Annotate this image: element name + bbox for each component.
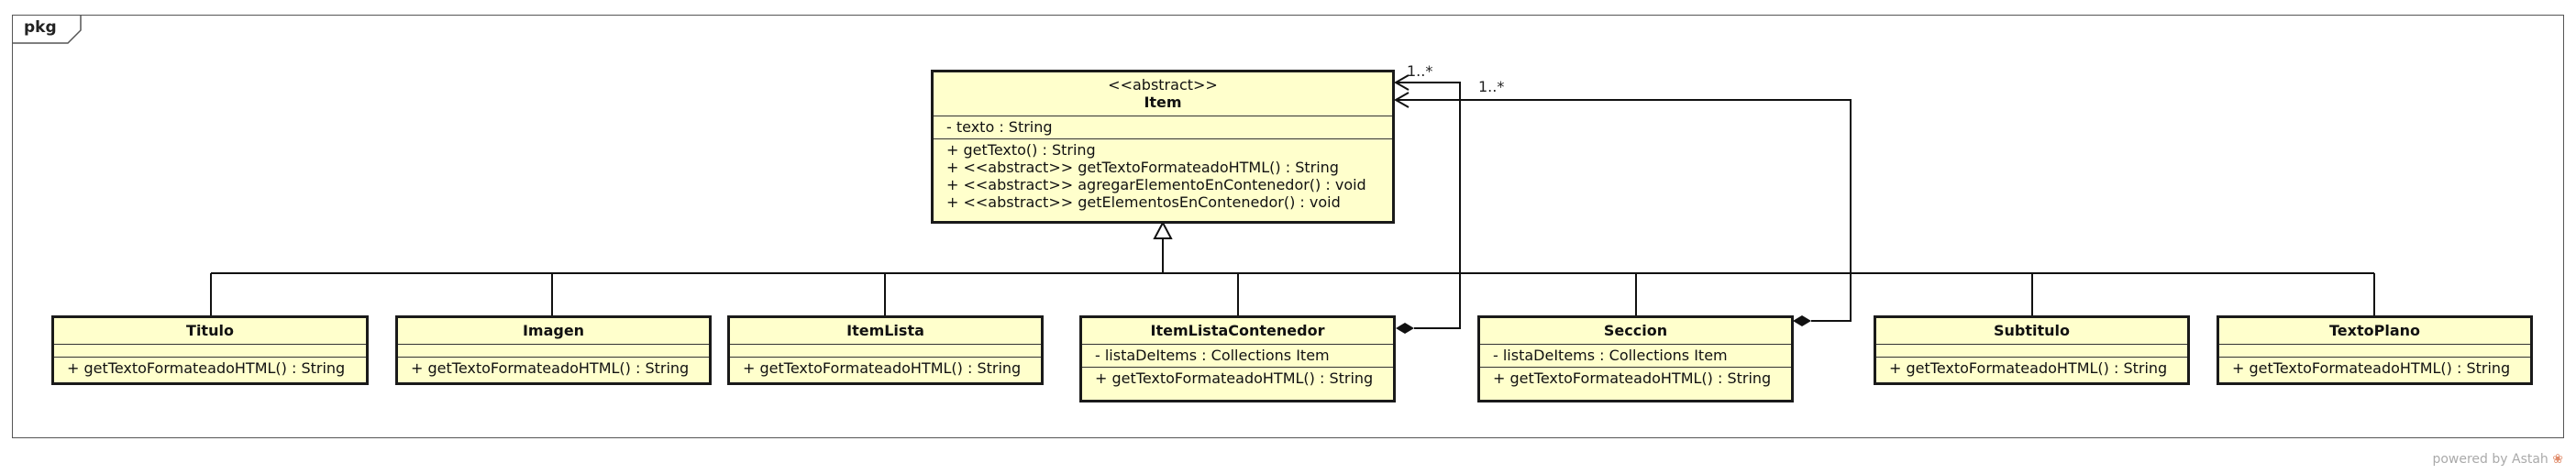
multiplicity-seccion: 1..* [1478, 78, 1505, 95]
class-item-stereotype: <<abstract>> [1108, 76, 1218, 94]
class-seccion-operations: + getTextoFormateadoHTML() : String [1480, 368, 1791, 390]
class-titulo-operations: + getTextoFormateadoHTML() : String [54, 358, 366, 380]
generalization-arrowhead [1153, 220, 1173, 239]
class-itemlistacontenedor-name: ItemListaContenedor [1082, 318, 1393, 345]
package-frame: pkg [12, 15, 2564, 438]
class-imagen-attributes [398, 345, 709, 358]
composition-itemlistacontenedor-item [1396, 82, 1461, 329]
class-textoplano-name: TextoPlano [2219, 318, 2530, 345]
class-titulo-attributes [54, 345, 366, 358]
class-titulo-name: Titulo [54, 318, 366, 345]
class-subtitulo-operations: + getTextoFormateadoHTML() : String [1876, 358, 2187, 380]
operation: + getTextoFormateadoHTML() : String [67, 359, 346, 377]
class-textoplano[interactable]: TextoPlano + getTextoFormateadoHTML() : … [2217, 315, 2533, 385]
open-arrow-itemlistacontenedor [1393, 74, 1410, 91]
operation: + <<abstract>> getTextoFormateadoHTML() … [946, 159, 1339, 176]
class-item-name: Item [1144, 94, 1182, 111]
class-itemlista-operations: + getTextoFormateadoHTML() : String [730, 358, 1041, 380]
class-item-operations: + getTexto() : String + <<abstract>> get… [934, 139, 1392, 214]
class-itemlista-name: ItemLista [730, 318, 1041, 345]
operation: + <<abstract>> agregarElementoEnContened… [946, 176, 1366, 193]
operation: + getTextoFormateadoHTML() : String [1493, 369, 1772, 387]
package-tab [13, 16, 82, 44]
class-itemlistacontenedor-operations: + getTextoFormateadoHTML() : String [1082, 368, 1393, 390]
class-textoplano-operations: + getTextoFormateadoHTML() : String [2219, 358, 2530, 380]
operation: + getTexto() : String [946, 141, 1096, 159]
composition-diamond-itemlistacontenedor [1396, 323, 1414, 334]
attribute: - texto : String [946, 118, 1053, 136]
class-seccion[interactable]: Seccion - listaDeItems : Collections Ite… [1477, 315, 1794, 402]
class-itemlista[interactable]: ItemLista + getTextoFormateadoHTML() : S… [727, 315, 1044, 385]
class-itemlistacontenedor[interactable]: ItemListaContenedor - listaDeItems : Col… [1079, 315, 1396, 402]
operation: + getTextoFormateadoHTML() : String [743, 359, 1022, 377]
class-item-header: <<abstract>> Item [934, 72, 1392, 116]
class-seccion-name: Seccion [1480, 318, 1791, 345]
class-imagen-operations: + getTextoFormateadoHTML() : String [398, 358, 709, 380]
powered-by-footer: powered by Astah ❀ [2432, 452, 2563, 467]
class-subtitulo-name: Subtitulo [1876, 318, 2187, 345]
astah-logo-icon: ❀ [2552, 452, 2563, 467]
class-imagen[interactable]: Imagen + getTextoFormateadoHTML() : Stri… [395, 315, 712, 385]
class-itemlista-attributes [730, 345, 1041, 358]
attribute: - listaDeItems : Collections Item [1095, 347, 1330, 364]
class-item-attributes: - texto : String [934, 116, 1392, 139]
attribute: - listaDeItems : Collections Item [1493, 347, 1728, 364]
class-subtitulo[interactable]: Subtitulo + getTextoFormateadoHTML() : S… [1874, 315, 2190, 385]
powered-by-text: powered by Astah [2432, 452, 2548, 467]
class-titulo[interactable]: Titulo + getTextoFormateadoHTML() : Stri… [51, 315, 369, 385]
composition-seccion-item [1396, 99, 1852, 322]
class-subtitulo-attributes [1876, 345, 2187, 358]
class-item[interactable]: <<abstract>> Item - texto : String + get… [931, 70, 1395, 224]
operation: + getTextoFormateadoHTML() : String [411, 359, 690, 377]
class-imagen-name: Imagen [398, 318, 709, 345]
class-seccion-attributes: - listaDeItems : Collections Item [1480, 345, 1791, 368]
open-arrow-seccion [1393, 92, 1410, 108]
class-itemlistacontenedor-attributes: - listaDeItems : Collections Item [1082, 345, 1393, 368]
composition-diamond-seccion [1793, 315, 1811, 326]
operation: + <<abstract>> getElementosEnContenedor(… [946, 193, 1341, 211]
operation: + getTextoFormateadoHTML() : String [1889, 359, 2168, 377]
class-textoplano-attributes [2219, 345, 2530, 358]
operation: + getTextoFormateadoHTML() : String [1095, 369, 1374, 387]
package-label: pkg [24, 18, 57, 37]
operation: + getTextoFormateadoHTML() : String [2232, 359, 2511, 377]
multiplicity-itemlistacontenedor: 1..* [1407, 62, 1433, 80]
